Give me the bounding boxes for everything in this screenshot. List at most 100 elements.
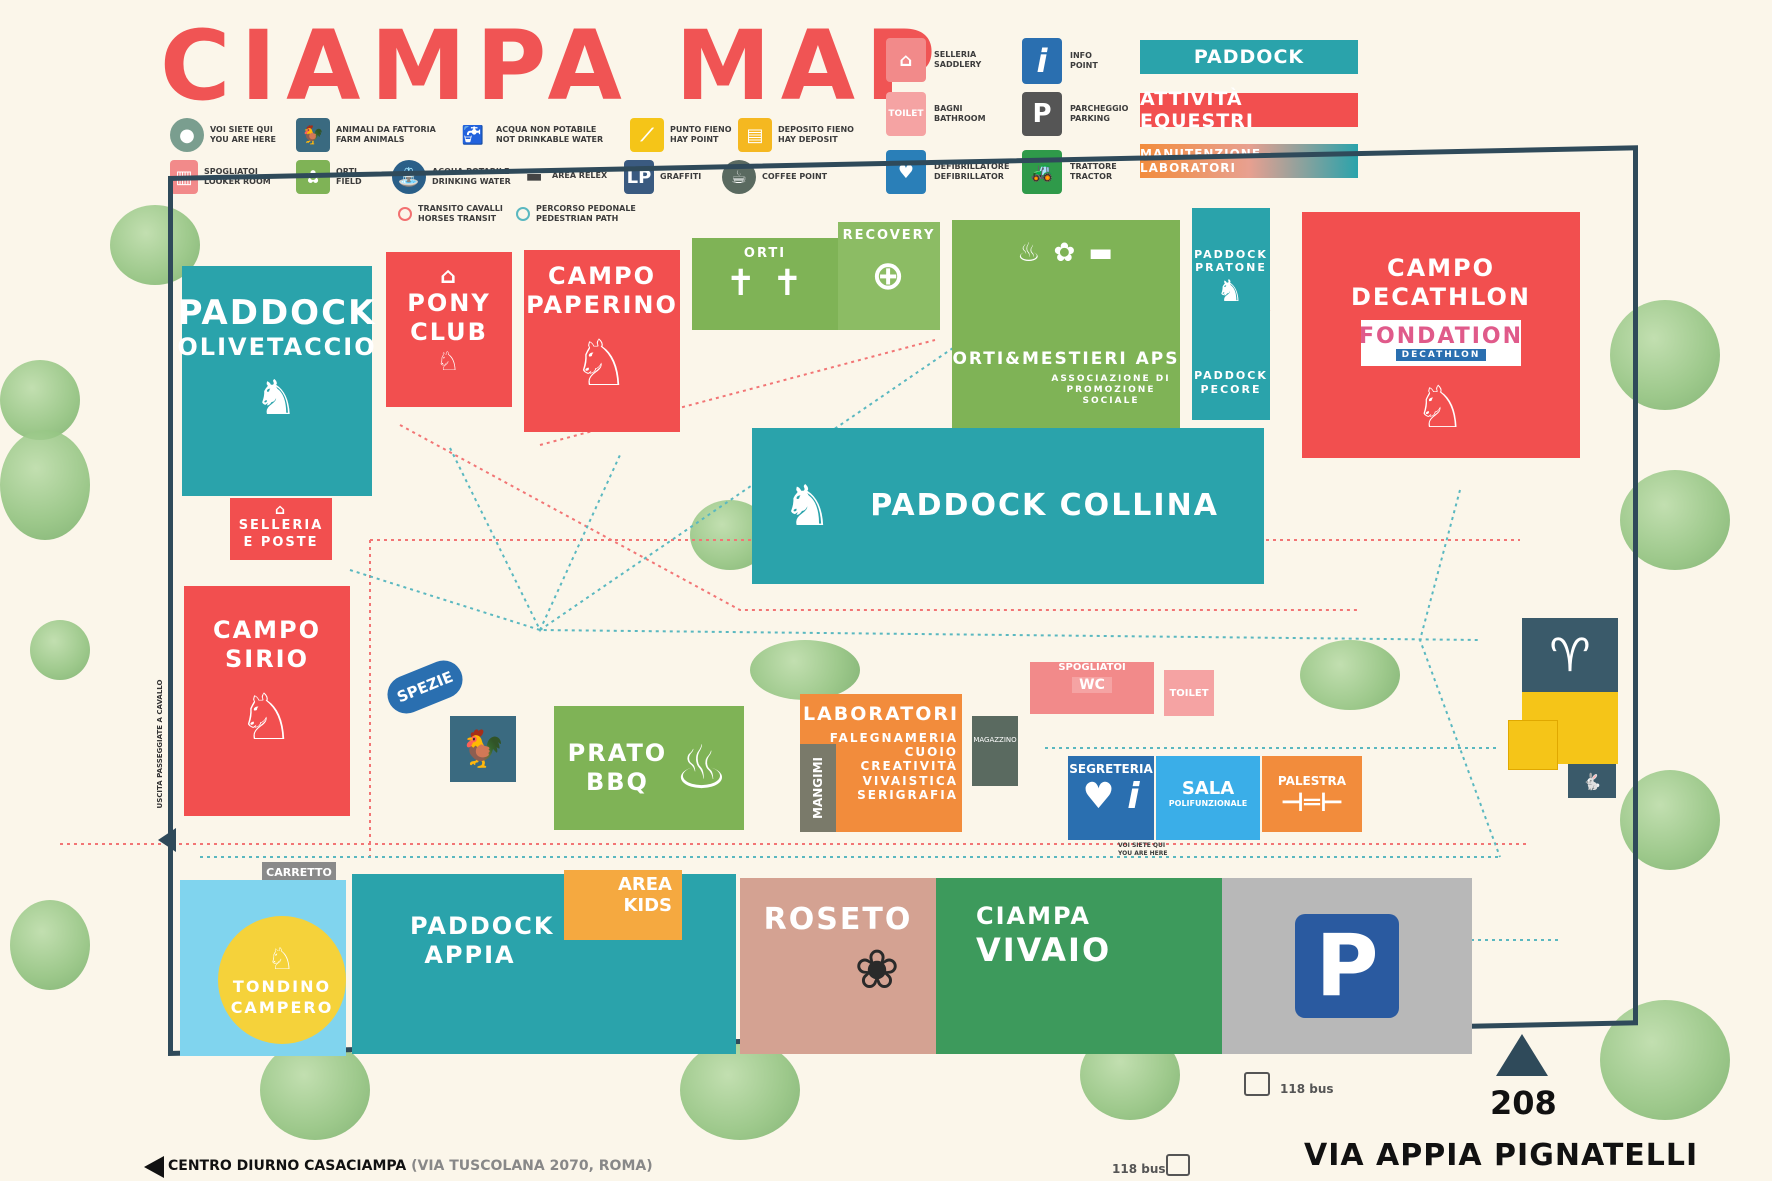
- prato-bbq[interactable]: PRATO BBQ ♨: [554, 706, 744, 830]
- scarecrow-icon: ✝ ✝: [725, 262, 805, 304]
- pony-icon: ♘: [436, 346, 462, 377]
- info-icon: ♥ i: [1082, 776, 1140, 818]
- legend-item: LP GRAFFITI: [624, 160, 701, 194]
- legend-item: ⟋ PUNTO FIENO HAY POINT: [630, 118, 732, 152]
- category-equestrian: ATTIVITÀ EQUESTRI: [1140, 88, 1358, 132]
- legend: ● VOI SIETE QUI YOU ARE HERE 🐓 ANIMALI D…: [170, 118, 860, 228]
- tree: [750, 640, 860, 700]
- parking-icon: P: [1295, 914, 1399, 1018]
- rabbit-area[interactable]: 🐇: [1568, 764, 1616, 798]
- locker-room-icon: ▥: [170, 160, 198, 194]
- field-icon: ✿: [296, 160, 330, 194]
- spogliatoi[interactable]: SPOGLIATOI WC: [1030, 662, 1154, 714]
- laboratori-list: FALEGNAMERIA CUOIO CREATIVITÀ VIVAISTICA…: [829, 730, 958, 803]
- horse-icon: ♘: [267, 941, 297, 977]
- grill-icon: ♨ ✿ ▬: [1017, 238, 1115, 268]
- horse-rider-icon: ♘: [572, 326, 632, 401]
- centro-diurno-link[interactable]: CENTRO DIURNO CASACIAMPA (VIA TUSCOLANA …: [168, 1158, 653, 1174]
- farm-animals-icon: 🐓: [296, 118, 330, 152]
- tree: [680, 1040, 800, 1140]
- selleria-e-poste[interactable]: ⌂ SELLERIA E POSTE: [230, 498, 332, 560]
- legend-item: 🚜 TRATTORE TRACTOR: [1022, 150, 1117, 194]
- saddlery-icon: ⌂: [886, 38, 926, 82]
- legend-item: PERCORSO PEDONALE PEDESTRIAN PATH: [516, 204, 636, 224]
- legend-item: 🐓 ANIMALI DA FATTORIA FARM ANIMALS: [296, 118, 436, 152]
- bus-stop-icon: [1166, 1154, 1190, 1176]
- legend-item: ✿ ORTI FIELD: [296, 160, 362, 194]
- tree: [1620, 470, 1730, 570]
- tree: [1620, 770, 1720, 870]
- roseto[interactable]: ROSETO ❀: [740, 878, 936, 1054]
- coffee-icon: ☕: [722, 160, 756, 194]
- pedestrian-path-icon: [516, 207, 530, 221]
- services-legend: ⌂ SELLERIA SADDLERY TOILET BAGNI BATHROO…: [886, 38, 1128, 198]
- campo-sirio[interactable]: CAMPO SIRIO ♘: [184, 586, 350, 816]
- bus-stop-label: 118 bus: [1280, 1082, 1334, 1096]
- medical-cross-icon: ⊕: [871, 252, 907, 299]
- parking-icon: P: [1022, 92, 1062, 136]
- tree: [1610, 300, 1720, 410]
- tree: [30, 620, 90, 680]
- farm-animals-east[interactable]: ♈: [1522, 618, 1618, 692]
- drinking-water-icon: ⛲: [392, 160, 426, 194]
- graffiti-icon: LP: [624, 160, 654, 194]
- area-kids[interactable]: AREA KIDS: [564, 870, 682, 940]
- campo-decathlon[interactable]: CAMPO DECATHLON FONDATION DECATHLON ♘: [1302, 212, 1580, 458]
- farm-animals-area[interactable]: 🐓: [450, 716, 516, 782]
- toilet-building[interactable]: TOILET: [1164, 670, 1214, 716]
- horse-head-icon: ♞: [1216, 274, 1246, 310]
- horse-head-icon: ♞: [254, 369, 300, 426]
- ciampa-vivaio[interactable]: CIAMPA VIVAIO: [936, 878, 1222, 1054]
- legend-item: ⌂ SELLERIA SADDLERY: [886, 38, 981, 82]
- sala-polifunzionale[interactable]: SALA POLIFUNZIONALE: [1156, 756, 1260, 840]
- tree: [1300, 640, 1400, 710]
- toilet-icon: TOILET: [886, 92, 926, 136]
- pony-club[interactable]: ⌂ PONY CLUB ♘: [386, 252, 512, 407]
- parking-area[interactable]: P: [1222, 878, 1472, 1054]
- legend-item: ▬ AREA RELEX: [522, 166, 607, 187]
- paddock-collina[interactable]: ♞ PADDOCK COLLINA: [752, 428, 1264, 584]
- dumbbell-icon: ⊣═⊢: [1280, 788, 1344, 818]
- hay-point[interactable]: [1508, 720, 1558, 770]
- horse-path: [539, 339, 936, 446]
- legend-item: ☕ COFFEE POINT: [722, 160, 827, 194]
- tree: [0, 360, 80, 440]
- legend-item: P PARCHEGGIO PARKING: [1022, 92, 1128, 136]
- horse-transit-icon: [398, 207, 412, 221]
- you-are-here-icon: ●: [170, 118, 204, 152]
- category-paddock: PADDOCK: [1140, 40, 1358, 74]
- magazzino[interactable]: MAGAZZINO: [972, 716, 1018, 786]
- legend-item: ⛲ ACQUA POTABILE DRINKING WATER: [392, 160, 511, 194]
- defibrillator-icon: ♥: [886, 150, 926, 194]
- tree: [260, 1040, 370, 1140]
- campo-paperino[interactable]: CAMPO PAPERINO ♘: [524, 250, 680, 432]
- paddock-pratone[interactable]: PADDOCK PRATONE ♞ PADDOCK PECORE: [1192, 208, 1270, 420]
- segreteria[interactable]: SEGRETERIA ♥ i: [1068, 756, 1154, 840]
- orti[interactable]: ORTI ✝ ✝: [692, 238, 838, 330]
- wc-icon: WC: [1072, 677, 1112, 693]
- legend-item: ▤ DEPOSITO FIENO HAY DEPOSIT: [738, 118, 854, 152]
- category-maintenance: MANUTENZIONE-LABORATORI: [1140, 144, 1358, 178]
- paddock-olivetaccio[interactable]: PADDOCK OLIVETACCIO ♞: [177, 266, 375, 496]
- fondation-logo: FONDATION DECATHLON: [1359, 319, 1521, 366]
- exit-arrow-icon: [158, 828, 176, 852]
- tree: [1600, 1000, 1730, 1120]
- palestra[interactable]: PALESTRA ⊣═⊢: [1262, 756, 1362, 832]
- back-arrow-icon: [144, 1156, 164, 1178]
- chicken-icon: 🐓: [460, 729, 506, 770]
- horse-head-icon: ♞: [782, 473, 835, 539]
- grill-icon: ♨: [674, 733, 731, 803]
- street-number: 208: [1490, 1084, 1557, 1122]
- mangimi[interactable]: MANGIMI: [800, 744, 836, 832]
- horse-rider-icon: ♘: [1414, 372, 1468, 441]
- rabbit-icon: 🐇: [1582, 771, 1602, 791]
- hay-point-icon: ⟋: [630, 118, 664, 152]
- horse-rider-icon: ♘: [237, 680, 297, 755]
- recovery[interactable]: RECOVERY ⊕: [838, 222, 940, 330]
- tondino-campero[interactable]: ♘ TONDINO CAMPERO: [218, 916, 346, 1044]
- tree: [10, 900, 90, 990]
- rose-icon: ❀: [854, 938, 902, 1001]
- pedestrian-path: [1418, 489, 1501, 858]
- horse-path: [399, 424, 1360, 611]
